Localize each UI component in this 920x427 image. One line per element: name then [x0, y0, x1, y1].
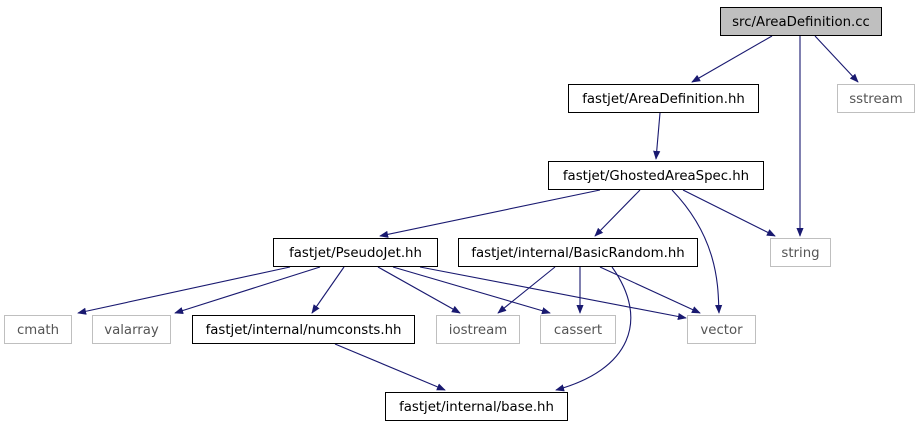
file-node-label: fastjet/internal/numconsts.hh — [206, 323, 402, 338]
file-node-label: string — [781, 246, 819, 261]
file-node-label: src/AreaDefinition.cc — [732, 15, 870, 30]
file-node-label: vector — [700, 323, 743, 338]
file-node-box — [273, 238, 438, 267]
file-node-label: fastjet/internal/BasicRandom.hh — [471, 246, 684, 261]
file-node-label: iostream — [449, 323, 507, 338]
dependency-edge-n4-n11 — [392, 266, 551, 315]
file-node: cassert — [540, 315, 616, 344]
file-node: cmath — [4, 315, 72, 344]
file-node-box — [720, 7, 882, 36]
file-node-label: fastjet/AreaDefinition.hh — [582, 92, 745, 107]
file-node-box — [385, 392, 568, 421]
nodes-layer: src/AreaDefinition.cc fastjet/AreaDefinit… — [4, 7, 915, 421]
file-node[interactable]: fastjet/internal/BasicRandom.hh — [458, 238, 698, 267]
file-node-box — [687, 315, 756, 344]
file-node[interactable]: fastjet/PseudoJet.hh — [273, 238, 438, 267]
dependency-edge-n5-n13 — [555, 266, 632, 392]
file-node: vector — [687, 315, 756, 344]
file-node: valarray — [92, 315, 171, 344]
dependency-edge-n4-n10 — [377, 266, 461, 314]
file-node-box — [568, 84, 759, 113]
dependency-edge-n4-n8 — [174, 266, 321, 314]
dependency-edge-n1-n3 — [653, 112, 661, 160]
file-node[interactable]: fastjet/internal/numconsts.hh — [192, 315, 415, 344]
dependency-edge-n5-n10 — [497, 266, 556, 314]
file-node-label: fastjet/PseudoJet.hh — [289, 246, 422, 261]
file-node-label: cassert — [554, 323, 602, 338]
dependency-edge-n4-n9 — [311, 266, 345, 314]
file-node-box — [436, 315, 520, 344]
edges-layer — [77, 35, 859, 392]
file-node: string — [770, 238, 831, 267]
file-node-label: valarray — [104, 323, 159, 338]
file-node-box — [92, 315, 171, 344]
dependency-edge-n4-n7 — [77, 266, 291, 315]
file-node: iostream — [436, 315, 520, 344]
dependency-edge-n3-n6 — [682, 189, 776, 237]
file-node[interactable]: fastjet/GhostedAreaSpec.hh — [548, 161, 764, 190]
file-node-label: fastjet/internal/base.hh — [399, 400, 554, 415]
file-node[interactable]: fastjet/AreaDefinition.hh — [568, 84, 759, 113]
dependency-edge-n0-n1 — [691, 35, 773, 83]
dependency-edge-n3-n12 — [671, 189, 723, 314]
dependency-edge-n4-n12 — [419, 266, 687, 321]
dependency-edge-n0-n2 — [814, 35, 859, 83]
file-node[interactable]: fastjet/internal/base.hh — [385, 392, 568, 421]
dependency-edge-n5-n12 — [599, 266, 701, 314]
file-node-label: sstream — [849, 92, 903, 107]
file-node-box — [458, 238, 698, 267]
file-node: sstream — [837, 84, 915, 113]
dependency-edge-n9-n13 — [334, 343, 446, 391]
dependency-edge-n3-n4 — [379, 189, 601, 238]
dependency-edge-n3-n5 — [594, 189, 641, 237]
file-node[interactable]: src/AreaDefinition.cc — [720, 7, 882, 36]
file-node-box — [192, 315, 415, 344]
file-node-box — [540, 315, 616, 344]
file-node-label: fastjet/GhostedAreaSpec.hh — [563, 169, 749, 184]
file-node-box — [548, 161, 764, 190]
file-node-box — [837, 84, 915, 113]
file-node-box — [4, 315, 72, 344]
file-node-label: cmath — [17, 323, 59, 338]
file-node-box — [770, 238, 831, 267]
